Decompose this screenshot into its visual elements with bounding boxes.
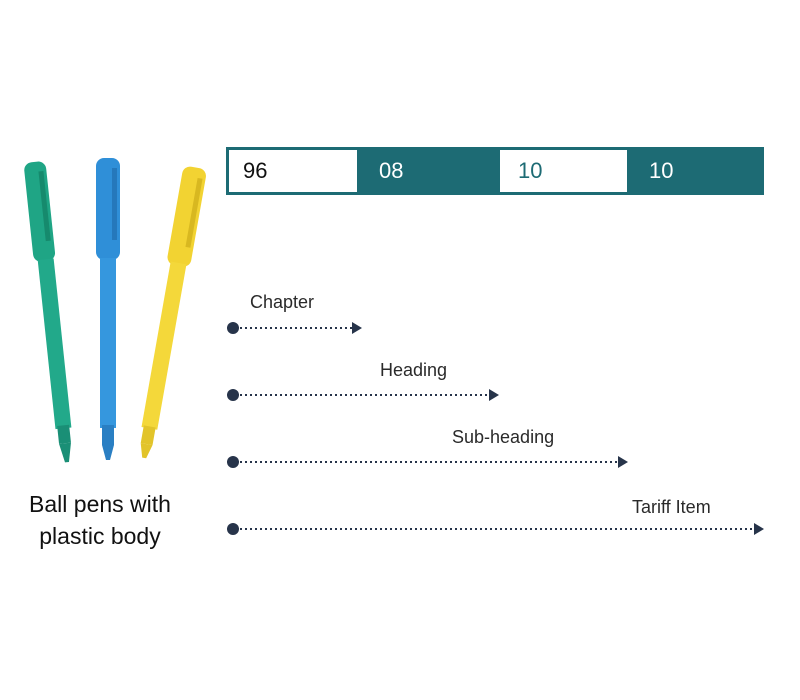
pens-illustration xyxy=(24,158,206,463)
code-segment-tariff-item: 10 xyxy=(629,148,763,194)
arrow-chapter xyxy=(227,322,362,334)
blue-pen xyxy=(96,158,120,460)
caption-line-1: Ball pens with xyxy=(29,491,171,517)
code-segment-chapter: 96 xyxy=(227,148,359,194)
label-sub-heading: Sub-heading xyxy=(452,427,555,447)
label-heading: Heading xyxy=(380,360,448,380)
arrow-sub-heading xyxy=(227,456,628,468)
hsn-code-bar: 96 08 10 10 xyxy=(226,147,764,195)
code-segment-sub-heading: 10 xyxy=(498,148,629,194)
label-tariff-item: Tariff Item xyxy=(632,497,711,517)
product-caption: Ball pens with plastic body xyxy=(0,488,200,552)
yellow-pen xyxy=(140,166,206,459)
green-pen xyxy=(24,161,72,463)
label-chapter: Chapter xyxy=(250,292,315,312)
level-arrows xyxy=(227,322,764,535)
arrow-heading xyxy=(227,389,499,401)
code-segment-heading: 08 xyxy=(359,148,498,194)
caption-line-2: plastic body xyxy=(39,523,161,549)
arrow-tariff-item xyxy=(227,523,764,535)
